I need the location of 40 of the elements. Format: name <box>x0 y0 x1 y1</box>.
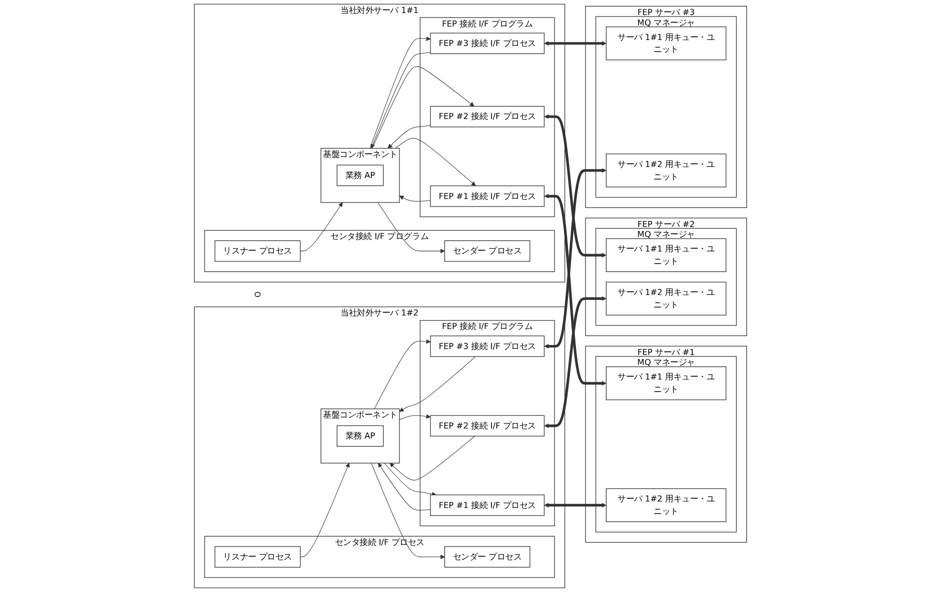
arrow <box>300 202 343 252</box>
arrow <box>544 194 606 386</box>
arrow <box>370 36 431 149</box>
node-box: FEP #2 接続 I/F プロセス <box>430 415 544 436</box>
arrow <box>390 436 476 480</box>
arrow <box>384 462 436 496</box>
node-box: サーバ 1#2 用キュー・ユニット <box>606 488 726 522</box>
arrow <box>544 502 606 508</box>
arrow <box>544 296 606 428</box>
arrow <box>544 168 606 348</box>
node-box: センダー プロセス <box>444 240 530 262</box>
node-box: サーバ 1#1 用キュー・ユニット <box>606 366 726 400</box>
arrow <box>371 462 445 560</box>
arrow <box>395 138 476 186</box>
arrow <box>388 125 431 148</box>
node-box: 業務 AP <box>336 164 384 186</box>
arrow <box>378 202 445 254</box>
node-box: FEP #1 接続 I/F プロセス <box>430 186 544 207</box>
arrow <box>544 41 606 46</box>
node-box: FEP #3 接続 I/F プロセス <box>430 336 544 357</box>
arrow <box>370 52 431 148</box>
arrow <box>374 339 431 410</box>
node-box: センダー プロセス <box>444 546 530 568</box>
arrow <box>399 356 476 412</box>
node-box: サーバ 1#2 用キュー・ユニット <box>606 282 726 316</box>
arrow <box>372 66 474 149</box>
node-box: リスナー プロセス <box>214 546 301 568</box>
node-box: FEP #1 接続 I/F プロセス <box>430 494 544 516</box>
arrow <box>399 196 431 202</box>
node-box: サーバ 1#2 用キュー・ユニット <box>606 154 726 188</box>
arrow <box>399 414 431 420</box>
arrow <box>300 462 350 558</box>
node-box: 業務 AP <box>336 425 384 447</box>
node-box: リスナー プロセス <box>214 240 301 262</box>
node-box: サーバ 1#1 用キュー・ユニット <box>606 238 726 272</box>
arrow <box>378 462 431 511</box>
node-box: FEP #2 接続 I/F プロセス <box>430 106 544 128</box>
node-box: FEP #3 接続 I/F プロセス <box>430 32 544 54</box>
arrow <box>544 114 606 258</box>
node-box: サーバ 1#1 用キュー・ユニット <box>606 26 726 60</box>
